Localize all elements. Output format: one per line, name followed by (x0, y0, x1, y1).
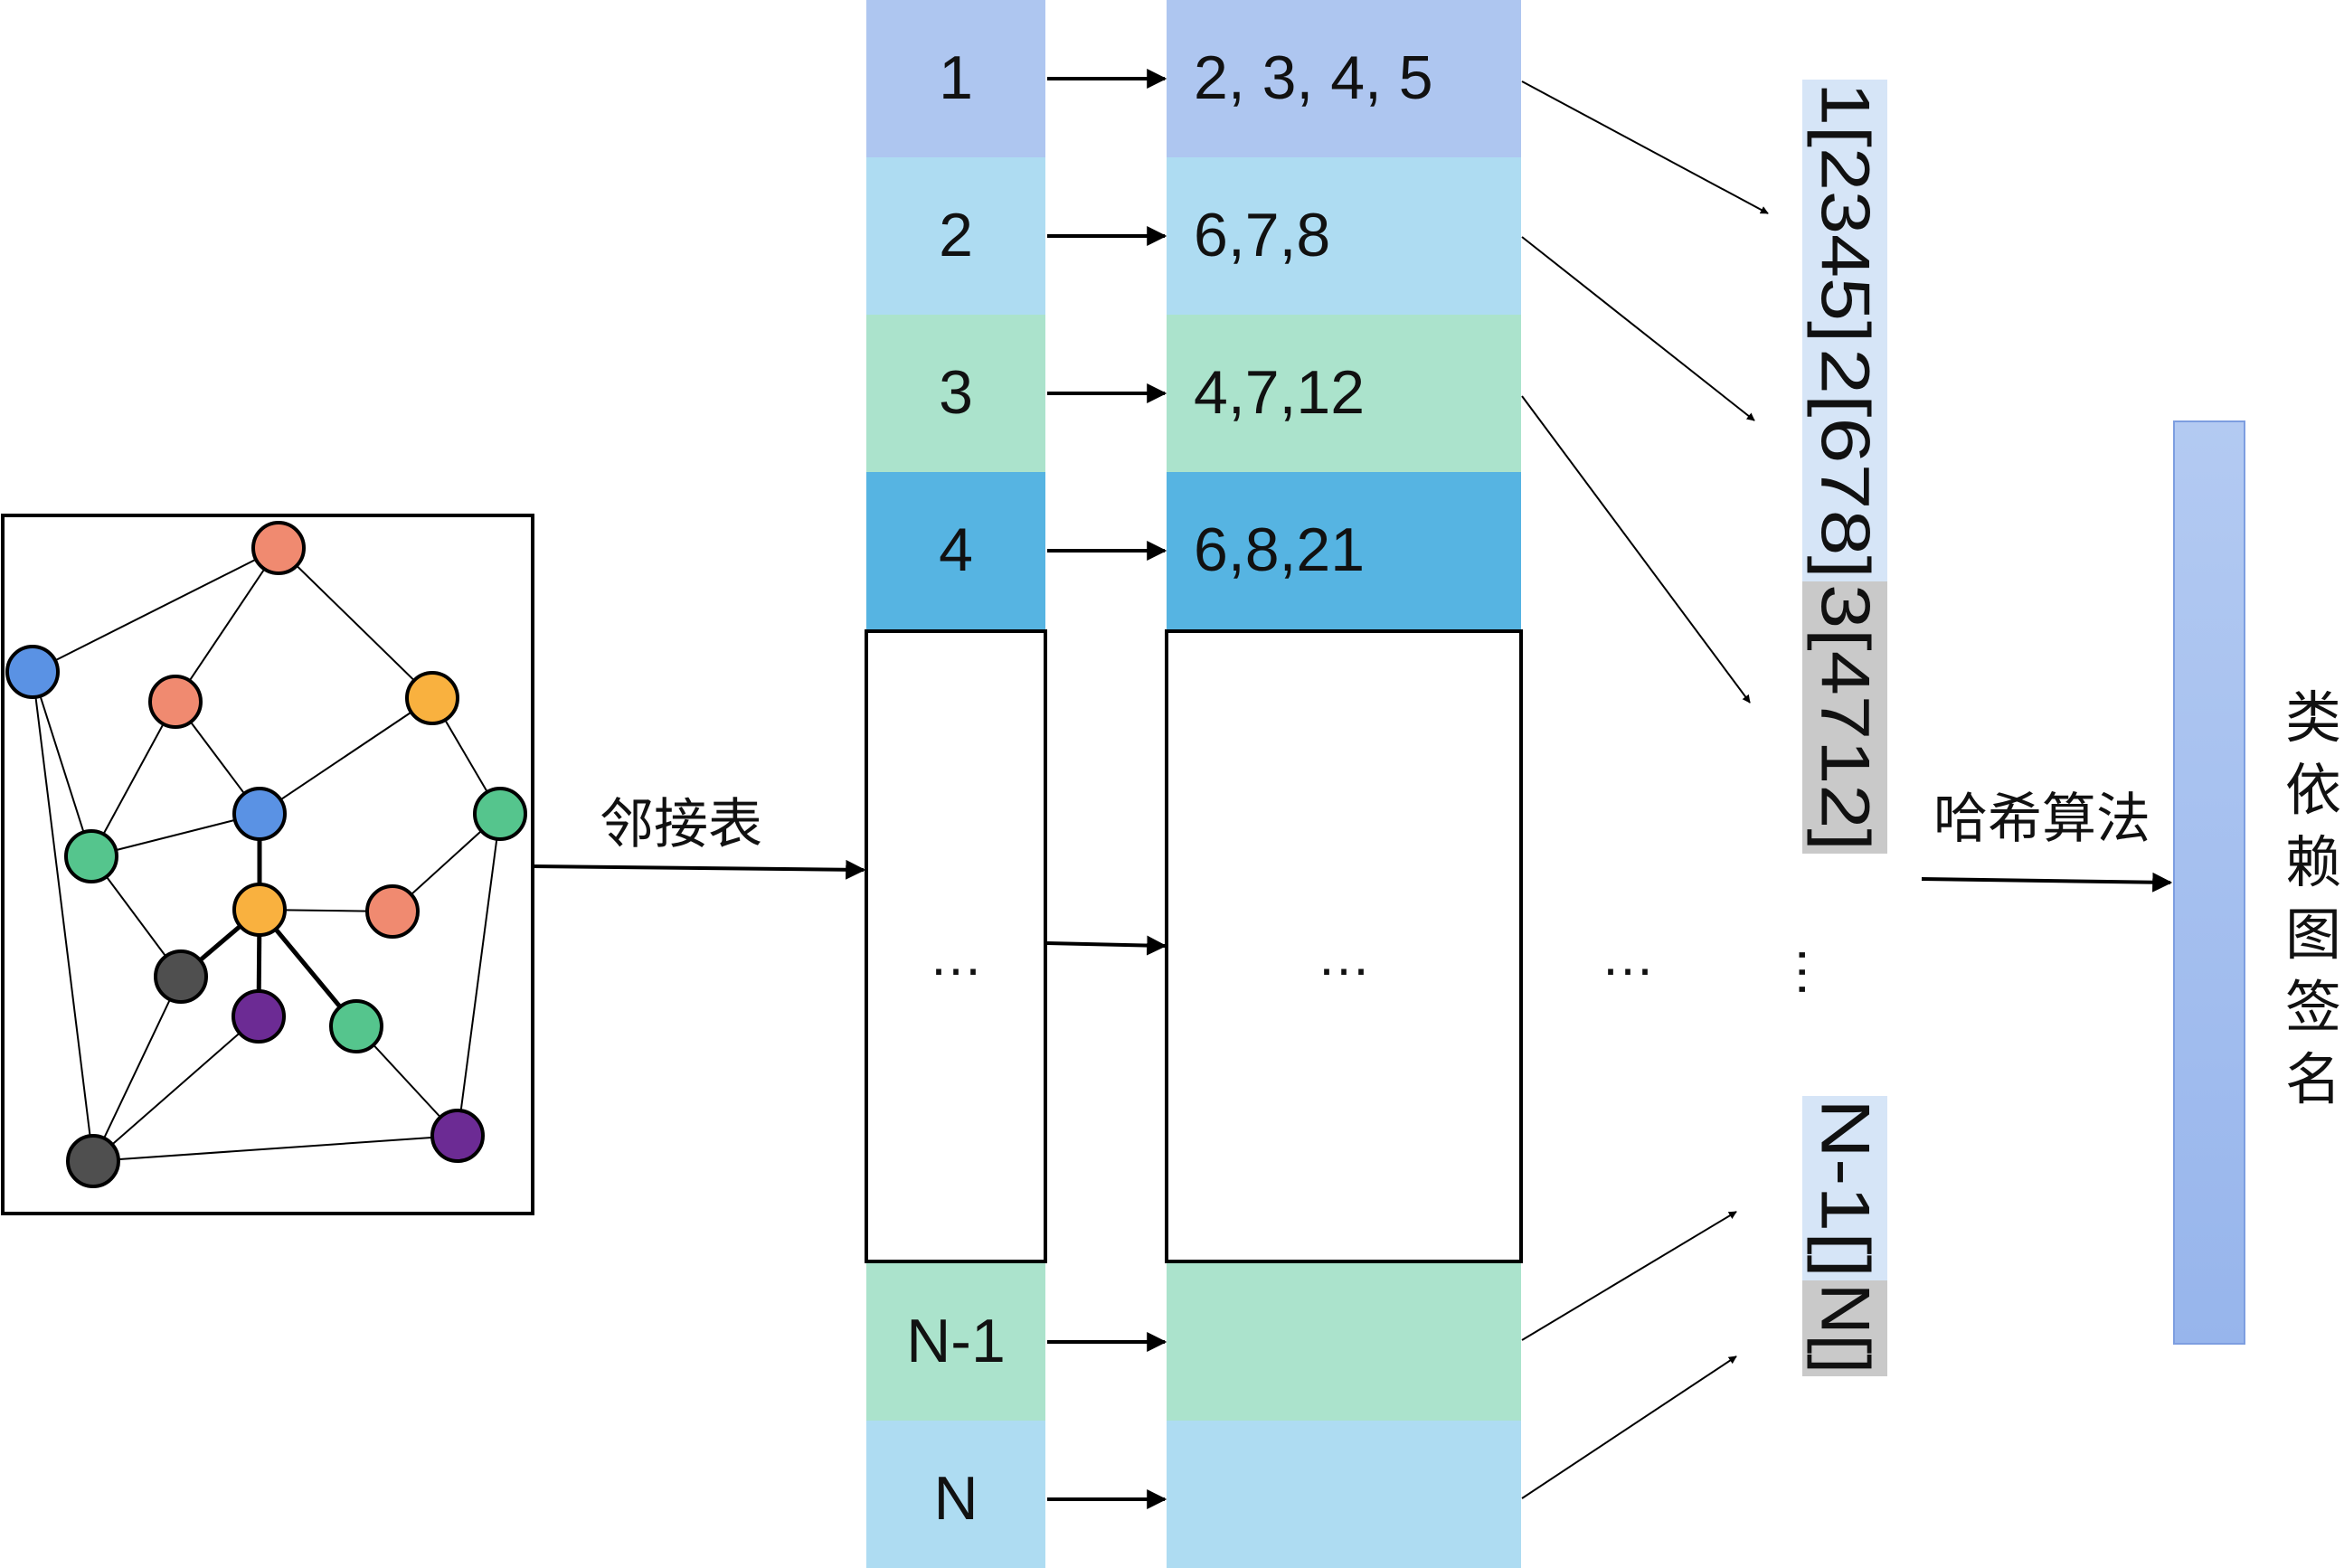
key-cell-4 (866, 472, 1045, 629)
graph-node-i (365, 884, 420, 939)
graph-edge (92, 1135, 458, 1162)
signature-segment-2: 2[678] (1807, 348, 1884, 579)
graph-node-b (5, 645, 60, 699)
neighbor-cell-4 (1167, 472, 1521, 629)
signature-string: 1[2345]2[678]3[4712] N-1[]N[] … (1788, 80, 1887, 1376)
adjacency-table: 1 2, 3, 4, 5 2 6,7,8 3 4,7,12 4 6,8,21 … … N-1N (865, 0, 1523, 1568)
graph-node-c (148, 675, 203, 729)
signature-ellipsis: … (1788, 945, 1848, 999)
signature-arrows (1521, 80, 1769, 1499)
key-label-tail-2: N (933, 1464, 978, 1533)
graph-edge (92, 976, 182, 1162)
graph-edge (32, 671, 94, 1162)
key-label-3: 3 (939, 358, 973, 427)
hash-algorithm-label: 哈希算法 (1933, 788, 2150, 851)
graph-node-l (329, 999, 383, 1053)
graph-edge (90, 701, 176, 857)
arrow-rowN1 (1521, 1211, 1737, 1341)
class-dependency-graph-signature-label: 类依赖图签名 (2285, 685, 2341, 1112)
graph-edge (90, 813, 260, 857)
graph-node-m (66, 1134, 120, 1188)
neighbor-label-3: 4,7,12 (1194, 358, 1365, 427)
graph-edge (457, 813, 501, 1137)
graph-node-f (64, 829, 118, 883)
graph-node-a (251, 521, 306, 575)
neighbor-cell-1 (1167, 0, 1521, 157)
neighbor-cell-tail-1 (1167, 1263, 1521, 1421)
signature-segment-2-bg (1802, 345, 1887, 581)
graph-node-n (430, 1109, 485, 1163)
neighbor-cell-tail-2 (1167, 1421, 1521, 1568)
adjacency-list-label: 邻接表 (600, 793, 762, 856)
graph-edge (92, 1015, 260, 1162)
key-ellipsis: … (929, 926, 983, 987)
graph-edge (278, 547, 433, 699)
graph-node-k (232, 989, 286, 1044)
neighbor-ellipsis-cell (1165, 629, 1523, 1263)
key-label-1: 1 (939, 43, 973, 112)
arrow-row2 (1521, 236, 1755, 421)
signature-segment-3: 3[4712] (1807, 584, 1884, 851)
graph-edge (32, 547, 279, 673)
graph-nodes (5, 521, 527, 1188)
graph-node-d (405, 671, 459, 725)
hash-arrow (1921, 872, 2173, 893)
signature-segment-1: 1[2345] (1807, 82, 1884, 343)
signature-segment-tail-1-bg (1802, 1096, 1887, 1280)
graph-node-h (232, 883, 287, 937)
neighbor-label-1: 2, 3, 4, 5 (1194, 43, 1433, 112)
key-cell-tail-1 (866, 1263, 1045, 1421)
signature-segment-tail-1: N-1[] (1807, 1099, 1884, 1278)
graph-node-j (154, 949, 208, 1004)
key-cell-tail-2 (866, 1421, 1045, 1568)
signature-segment-1-bg (1802, 80, 1887, 345)
graph-edge (175, 547, 279, 703)
arrow-row1 (1521, 80, 1769, 214)
signature-segment-tail-2-bg (1802, 1280, 1887, 1376)
dependency-graph (1, 514, 534, 1215)
neighbor-label-4: 6,8,21 (1194, 515, 1365, 584)
signature-segment-3-bg (1802, 581, 1887, 854)
neighbor-label-2: 6,7,8 (1194, 201, 1330, 269)
graph-edge (32, 671, 92, 857)
signature-segment-tail-2: N[] (1807, 1283, 1884, 1374)
arrow-rowN (1521, 1355, 1737, 1499)
key-cell-3 (866, 315, 1045, 472)
arrow-row3 (1521, 395, 1751, 704)
key-cell-2 (866, 157, 1045, 315)
signature-bar (2173, 420, 2245, 1345)
neighbor-cell-3 (1167, 315, 1521, 472)
key-label-2: 2 (939, 201, 973, 269)
key-label-tail-1: N-1 (906, 1307, 1006, 1375)
graph-node-e (232, 787, 287, 841)
key-ellipsis-cell (865, 629, 1047, 1263)
key-cell-1 (866, 0, 1045, 157)
graph-node-g (473, 787, 527, 841)
graph-edge (259, 697, 433, 815)
key-label-4: 4 (939, 515, 973, 584)
between-ellipsis: … (1601, 926, 1655, 987)
neighbor-ellipsis: … (1317, 926, 1371, 987)
ellipsis-arrow (1046, 935, 1167, 956)
neighbor-cell-2 (1167, 157, 1521, 315)
adjacency-arrow (533, 859, 866, 880)
